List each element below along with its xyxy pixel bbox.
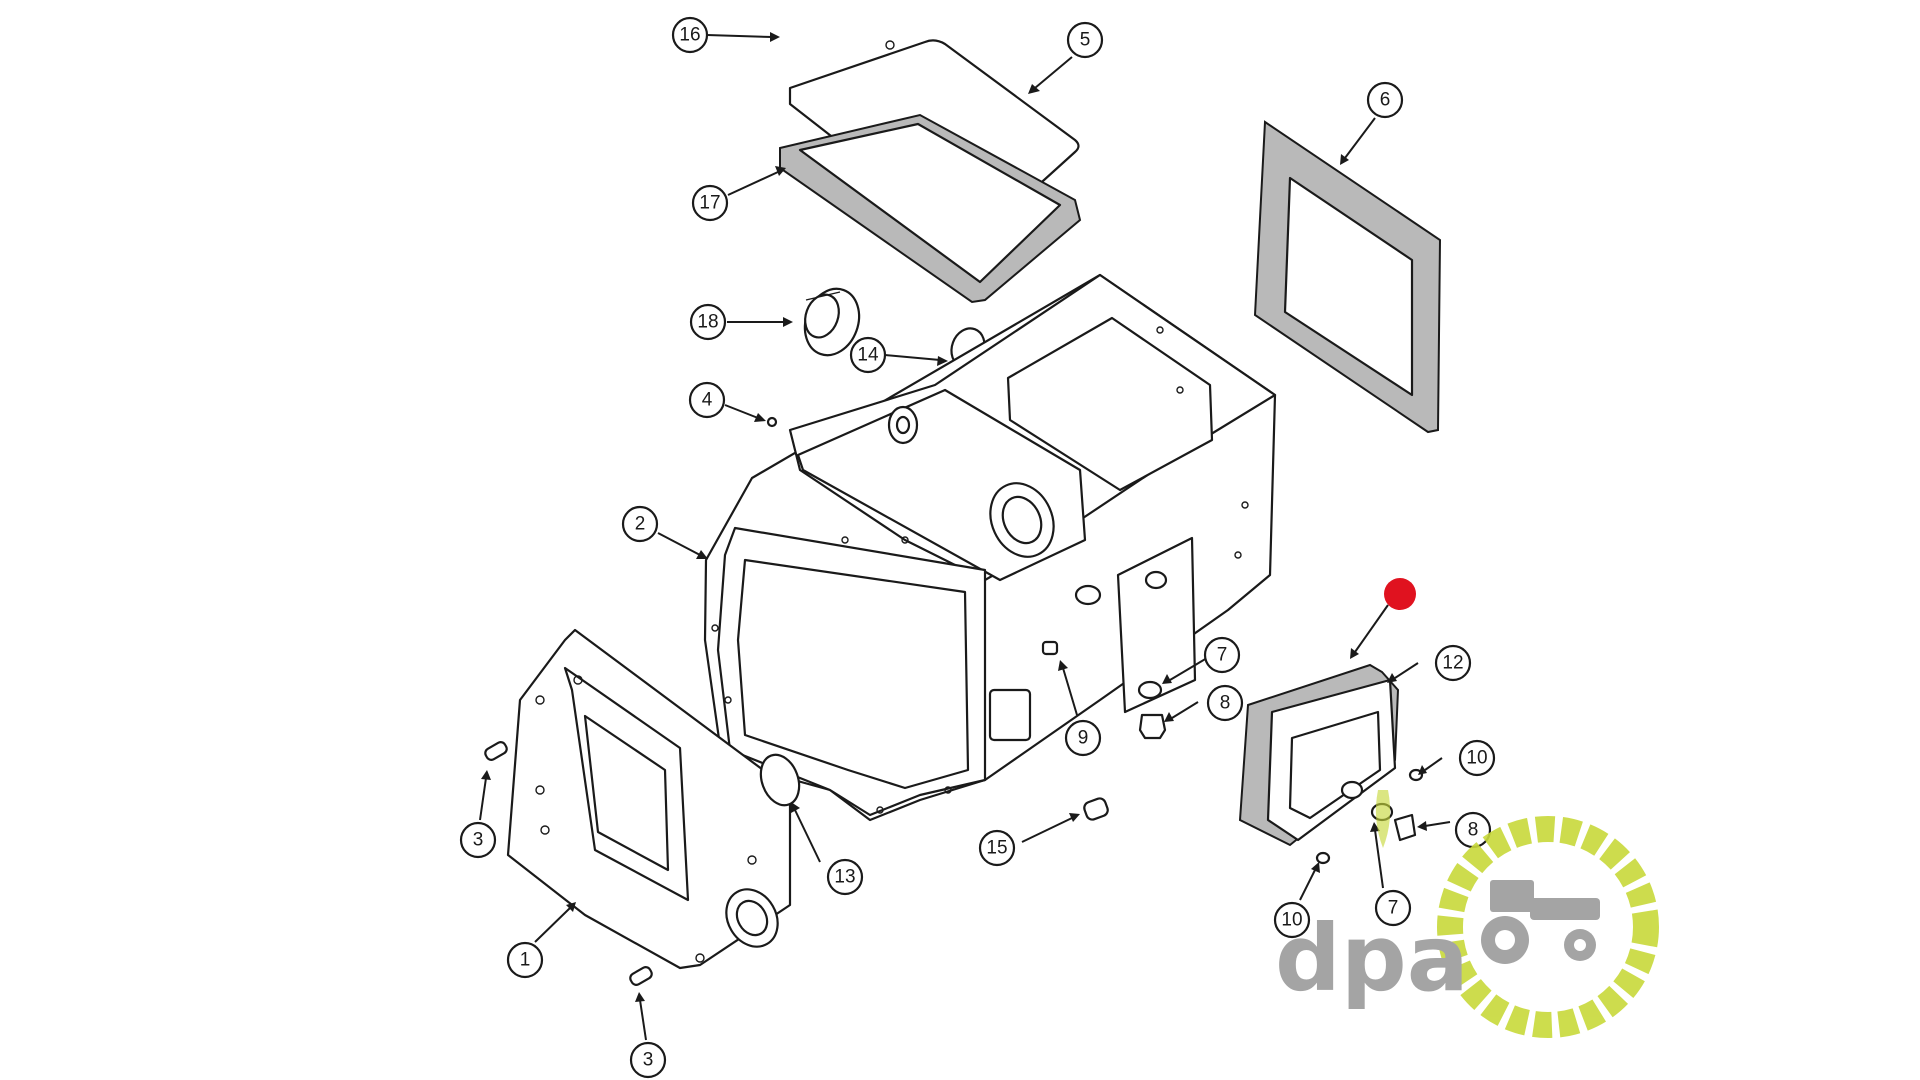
transmission-housing [703, 273, 1277, 822]
callout-10-right: 10 [1458, 739, 1496, 777]
svg-text:18: 18 [697, 312, 718, 333]
dowel-pin-upper [484, 741, 508, 761]
callout-12: 12 [1434, 644, 1472, 682]
stud [1041, 640, 1059, 656]
svg-text:3: 3 [473, 830, 484, 851]
callout-18: 18 [689, 303, 727, 341]
callout-15: 15 [978, 829, 1016, 867]
svg-text:8: 8 [1468, 820, 1479, 841]
front-cover-plate [506, 628, 792, 970]
side-gasket-large [1253, 120, 1442, 434]
callout-8-cover: 8 [1454, 811, 1492, 849]
callout-7-cover: 7 [1374, 889, 1412, 927]
svg-text:9: 9 [1078, 728, 1089, 749]
tractor-icon [1481, 880, 1600, 964]
callout-17: 17 [691, 184, 729, 222]
callout-2: 2 [621, 505, 659, 543]
side-cover [1266, 678, 1397, 842]
callout-14: 14 [849, 336, 887, 374]
svg-text:15: 15 [986, 838, 1007, 859]
svg-text:3: 3 [643, 1050, 654, 1071]
plate-o-ring [759, 753, 801, 807]
svg-text:8: 8 [1220, 693, 1231, 714]
svg-text:1: 1 [520, 950, 531, 971]
svg-text:16: 16 [679, 25, 700, 46]
callout-6: 6 [1366, 81, 1404, 119]
svg-text:17: 17 [699, 193, 720, 214]
callout-1: 1 [506, 941, 544, 979]
callout-16: 16 [671, 16, 709, 54]
callout-9: 9 [1064, 719, 1102, 757]
washer-upper [1137, 680, 1163, 700]
svg-text:12: 12 [1442, 653, 1463, 674]
callout-5: 5 [1066, 21, 1104, 59]
svg-text:4: 4 [702, 390, 713, 411]
callout-3-lower: 3 [629, 1041, 667, 1079]
callout-10-lower: 10 [1273, 901, 1311, 939]
svg-text:13: 13 [834, 867, 855, 888]
dpa-watermark-logo: dpa [1275, 790, 1659, 1038]
seal-ring [803, 287, 861, 357]
svg-text:7: 7 [1217, 645, 1228, 666]
plug [1083, 797, 1109, 821]
drain-plug-cover [1393, 813, 1417, 842]
callout-7-upper: 7 [1203, 636, 1241, 674]
svg-text:10: 10 [1281, 910, 1302, 931]
svg-text:7: 7 [1388, 898, 1399, 919]
leader-lines [479, 32, 1451, 1041]
svg-text:6: 6 [1380, 90, 1391, 111]
svg-text:2: 2 [635, 514, 646, 535]
highlight-marker [1384, 578, 1416, 610]
watermark-text: dpa [1275, 905, 1469, 1012]
svg-text:5: 5 [1080, 30, 1091, 51]
washer-lower [1315, 851, 1331, 865]
dowel-pin-lower [629, 966, 653, 986]
svg-text:10: 10 [1466, 748, 1487, 769]
callout-4: 4 [688, 381, 726, 419]
small-pin [766, 416, 778, 428]
callout-3-upper: 3 [459, 821, 497, 859]
callout-8-upper: 8 [1206, 684, 1244, 722]
callout-13: 13 [826, 858, 864, 896]
drain-plug-upper [1138, 713, 1167, 740]
top-cover-gasket [779, 113, 1082, 304]
svg-text:14: 14 [857, 345, 879, 366]
